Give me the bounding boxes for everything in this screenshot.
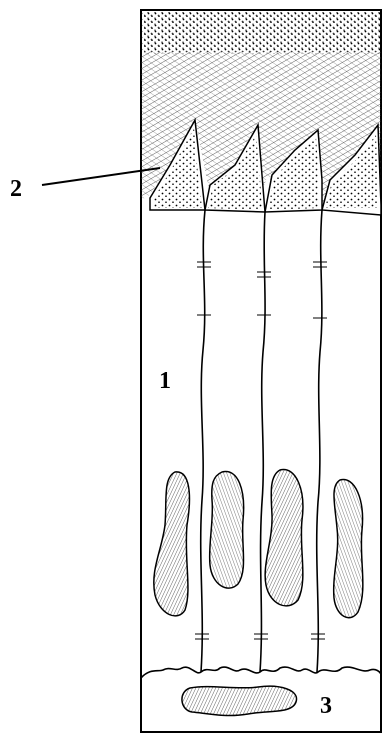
nucleus [334, 480, 363, 618]
label-2: 2 [10, 176, 22, 202]
nucleus [210, 472, 244, 589]
basal-nucleus [182, 686, 297, 715]
label-3: 3 [320, 693, 332, 719]
label-1: 1 [159, 368, 171, 394]
nucleus [265, 470, 303, 606]
